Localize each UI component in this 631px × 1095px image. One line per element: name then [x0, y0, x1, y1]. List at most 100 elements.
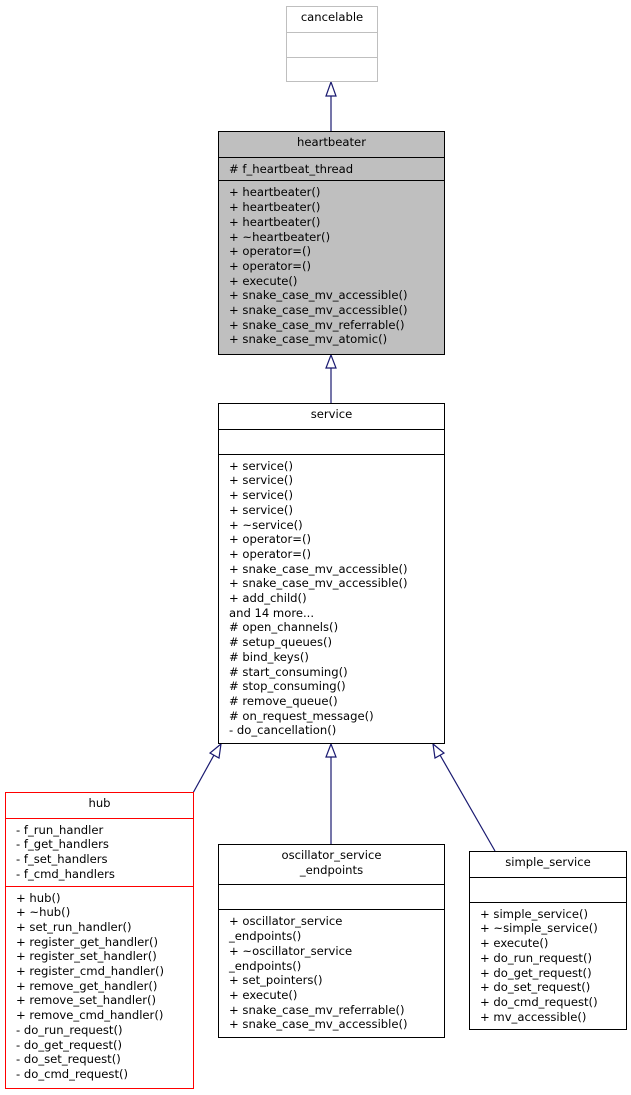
edge-hub-service: [192, 754, 215, 794]
method-item[interactable]: + snake_case_mv_referrable(): [229, 317, 405, 332]
arrowhead-service-osc: [325, 742, 337, 758]
class-title: heartbeater: [219, 132, 444, 157]
attribute-item[interactable]: # f_heartbeat_thread: [229, 161, 354, 176]
method-item[interactable]: + service(): [229, 473, 293, 488]
arrowhead-heartbeater: [325, 353, 337, 369]
class-methods: + hub()+ ~hub()+ set_run_handler()+ regi…: [6, 885, 193, 1086]
class-title: service: [219, 404, 444, 429]
method-item[interactable]: + register_get_handler(): [16, 934, 159, 949]
method-item[interactable]: + snake_case_mv_accessible(): [229, 576, 408, 591]
method-item[interactable]: + execute(): [229, 273, 298, 288]
method-item[interactable]: + ~simple_service(): [480, 921, 598, 936]
class-title: cancelable: [287, 7, 377, 32]
class-methods: [287, 56, 377, 82]
method-item[interactable]: + snake_case_mv_accessible(): [229, 303, 408, 318]
method-item[interactable]: + oscillator_service: [229, 914, 343, 929]
method-item[interactable]: - do_cmd_request(): [16, 1066, 129, 1081]
method-item[interactable]: # start_consuming(): [229, 664, 348, 679]
method-item[interactable]: # setup_queues(): [229, 635, 333, 650]
method-item[interactable]: + snake_case_mv_referrable(): [229, 1002, 405, 1017]
class-methods: + service()+ service()+ service()+ servi…: [219, 453, 444, 742]
method-item[interactable]: + remove_get_handler(): [16, 978, 158, 993]
method-item[interactable]: + heartbeater(): [229, 200, 321, 215]
method-item[interactable]: _endpoints(): [229, 929, 302, 944]
method-item[interactable]: + set_run_handler(): [16, 919, 132, 934]
method-item[interactable]: - do_cancellation(): [229, 723, 337, 738]
class-title: oscillator_service_endpoints: [219, 845, 444, 884]
method-item[interactable]: _endpoints(): [229, 958, 302, 973]
class-heartbeater[interactable]: heartbeater # f_heartbeat_thread + heartbe…: [218, 131, 445, 355]
method-item[interactable]: + service(): [229, 458, 293, 473]
class-oscillator-service-endpoints[interactable]: oscillator_service_endpoints + oscillator…: [218, 844, 445, 1038]
method-item[interactable]: # bind_keys(): [229, 649, 309, 664]
method-item[interactable]: + do_cmd_request(): [480, 994, 598, 1009]
attribute-item[interactable]: - f_cmd_handlers: [16, 866, 115, 881]
class-simple-service[interactable]: simple_service + simple_service()+ ~simpl…: [469, 851, 627, 1030]
method-item[interactable]: # open_channels(): [229, 620, 339, 635]
method-item[interactable]: + operator=(): [229, 244, 312, 259]
method-item[interactable]: + register_set_handler(): [16, 949, 157, 964]
class-attributes: [287, 31, 377, 57]
edge-simple-service: [439, 754, 496, 852]
attribute-item[interactable]: - f_set_handlers: [16, 852, 108, 867]
class-attributes: [219, 428, 444, 454]
class-methods: + heartbeater()+ heartbeater()+ heartbea…: [219, 180, 444, 351]
class-hub[interactable]: hub - f_run_handler- f_get_handlers- f_se…: [5, 792, 194, 1089]
method-item[interactable]: + heartbeater(): [229, 214, 321, 229]
method-item[interactable]: + snake_case_mv_accessible(): [229, 288, 408, 303]
method-item[interactable]: + mv_accessible(): [480, 1009, 587, 1024]
class-methods: + simple_service()+ ~simple_service()+ e…: [470, 901, 626, 1029]
method-item[interactable]: + execute(): [229, 987, 298, 1002]
method-item[interactable]: + execute(): [480, 936, 549, 951]
class-title-line: heartbeater: [297, 135, 366, 149]
class-title-line: service: [310, 407, 353, 421]
method-item[interactable]: # stop_consuming(): [229, 679, 346, 694]
method-item[interactable]: + operator=(): [229, 546, 312, 561]
attribute-item[interactable]: - f_get_handlers: [16, 837, 109, 852]
method-item[interactable]: and 14 more...: [229, 605, 315, 620]
class-attributes: [219, 884, 444, 909]
arrowhead-service-simple: [432, 742, 446, 759]
method-item[interactable]: + ~heartbeater(): [229, 229, 331, 244]
method-item[interactable]: - do_run_request(): [16, 1022, 123, 1037]
class-title: hub: [6, 793, 193, 818]
method-item[interactable]: + set_pointers(): [229, 973, 323, 988]
method-item[interactable]: + do_set_request(): [480, 980, 591, 995]
class-attributes: # f_heartbeat_thread: [219, 156, 444, 181]
class-cancelable[interactable]: cancelable: [286, 6, 378, 82]
arrowhead-cancelable: [325, 80, 337, 97]
method-item[interactable]: # on_request_message(): [229, 708, 374, 723]
method-item[interactable]: + do_run_request(): [480, 950, 593, 965]
class-title-line: hub: [88, 796, 111, 810]
method-item[interactable]: + ~service(): [229, 517, 303, 532]
method-item[interactable]: + service(): [229, 488, 293, 503]
method-item[interactable]: + operator=(): [229, 258, 312, 273]
method-item[interactable]: + heartbeater(): [229, 185, 321, 200]
method-item[interactable]: + do_get_request(): [480, 965, 592, 980]
method-item[interactable]: - do_get_request(): [16, 1037, 123, 1052]
method-item[interactable]: + register_cmd_handler(): [16, 964, 165, 979]
method-item[interactable]: + snake_case_mv_atomic(): [229, 332, 388, 347]
method-item[interactable]: + simple_service(): [480, 906, 589, 921]
class-title: simple_service: [470, 852, 626, 877]
method-item[interactable]: + ~oscillator_service: [229, 943, 353, 958]
method-item[interactable]: # remove_queue(): [229, 693, 338, 708]
method-item[interactable]: + ~hub(): [16, 905, 71, 920]
class-methods: + oscillator_service_endpoints()+ ~oscil…: [219, 909, 444, 1036]
attribute-item[interactable]: - f_run_handler: [16, 822, 104, 837]
method-item[interactable]: + snake_case_mv_accessible(): [229, 1017, 408, 1032]
class-title-line: _endpoints: [299, 862, 364, 877]
method-item[interactable]: + remove_cmd_handler(): [16, 1008, 164, 1023]
class-service[interactable]: service+ service()+ service()+ service()…: [218, 403, 445, 744]
class-title-line: oscillator_service: [281, 848, 382, 862]
method-item[interactable]: + hub(): [16, 890, 61, 905]
method-item[interactable]: + operator=(): [229, 532, 312, 547]
method-item[interactable]: - do_set_request(): [16, 1052, 121, 1067]
method-item[interactable]: + snake_case_mv_accessible(): [229, 561, 408, 576]
method-item[interactable]: + remove_set_handler(): [16, 993, 157, 1008]
method-item[interactable]: + add_child(): [229, 591, 307, 606]
method-item[interactable]: + service(): [229, 502, 293, 517]
class-title-line: simple_service: [505, 855, 591, 869]
class-attributes: - f_run_handler- f_get_handlers- f_set_h…: [6, 817, 193, 886]
